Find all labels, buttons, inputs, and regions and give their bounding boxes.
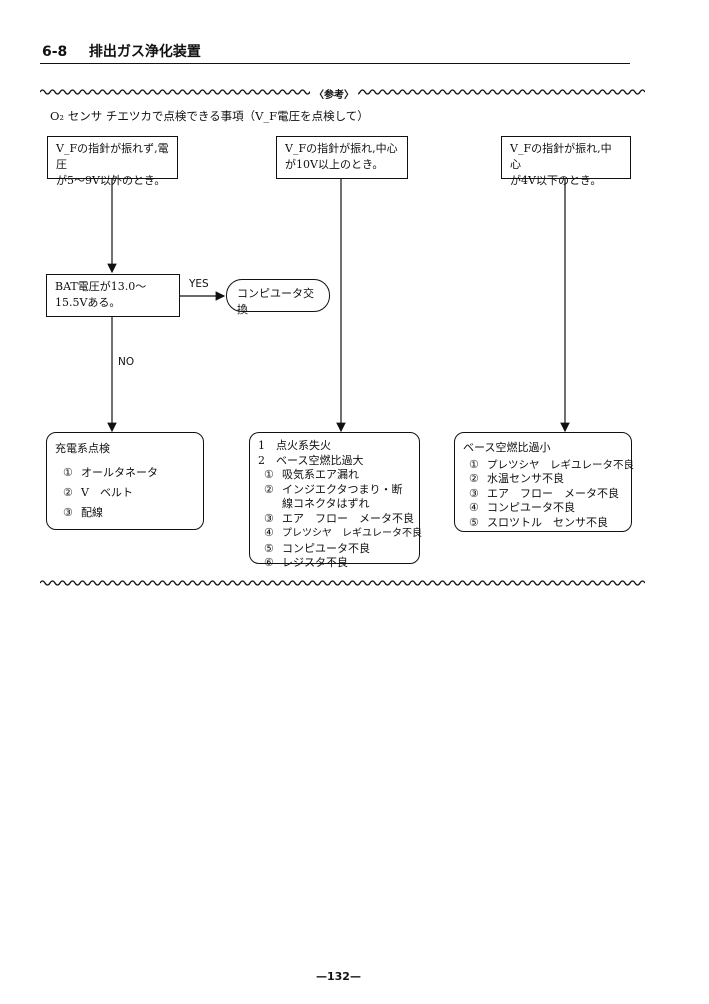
item-text: コンピユータ不良 xyxy=(487,501,575,514)
bottom-wavy-divider xyxy=(40,580,645,586)
section-title: 排出ガス浄化装置 xyxy=(88,44,201,60)
no-label: NO xyxy=(118,356,135,368)
item-text: 配線 xyxy=(81,506,103,519)
reference-label: 〈参考〉 xyxy=(310,86,358,101)
item-number: ② xyxy=(63,486,73,499)
lean-title: ベース空燃比過小 xyxy=(463,441,551,454)
list-item: ② 水温センサ不良 xyxy=(469,472,623,487)
bat-line2: 15.5Vある。 xyxy=(55,296,121,309)
checker-subtitle: O₂ センサ チエツカで点検できる事項（V_F電圧を点検して） xyxy=(50,109,369,123)
list-item: ⑥ レジスタ不良 xyxy=(264,556,411,571)
replace-computer-box: コンピユータ交換 xyxy=(226,279,330,316)
list-item: ③ エア フロー メータ不良 xyxy=(264,511,414,527)
cond2-line1: V_Fの指針が振れ,中心 xyxy=(285,142,398,155)
rich-cause-box: 1 点火系失火 2 ベース空燃比過大 ① 吸気系エア漏れ ② インジエクタつまり・断 線… xyxy=(249,432,422,569)
item-number: ⑤ xyxy=(469,515,479,529)
item-number: ① xyxy=(469,457,479,471)
list-item: ② インジエクタつまり・断 xyxy=(264,483,411,498)
item-number: ① xyxy=(264,468,274,481)
list-item: ③ 配線 xyxy=(63,503,195,523)
charge-title: 充電系点検 xyxy=(55,442,110,455)
lean-cause-box: ベース空燃比過小 ① プレツシヤ レギユレータ不良 ② 水温センサ不良 ③ エア フロ… xyxy=(454,432,634,532)
header-rule xyxy=(40,63,630,64)
item-number: ③ xyxy=(469,486,479,500)
item-text: コンピユータ不良 xyxy=(282,541,370,555)
item-text: レジスタ不良 xyxy=(282,556,348,569)
condition-box-high: V_Fの指針が振れ,中心 が10V以上のとき。 xyxy=(276,136,408,179)
item-number: ② xyxy=(469,472,479,485)
list-item: ② V ベルト xyxy=(63,483,195,503)
list-item: 2 ベース空燃比過大 xyxy=(258,454,411,469)
page-number: —132— xyxy=(316,970,361,983)
list-item: ④ コンピユータ不良 xyxy=(469,501,623,516)
item-number: ① xyxy=(63,466,73,479)
cond2-line2: が10V以上のとき。 xyxy=(285,158,384,171)
cond1-line2: が5～9V以外のとき。 xyxy=(56,174,166,187)
item-text: 点火系失火 xyxy=(276,439,331,452)
item-text: スロツトル センサ不良 xyxy=(487,515,608,529)
charge-item-list: ① オールタネータ ② V ベルト ③ 配線 xyxy=(55,463,195,523)
item-text: プレツシヤ レギユレータ不良 xyxy=(282,528,422,539)
section-header: 6-8 排出ガス浄化装置 xyxy=(42,41,201,61)
list-item: ⑤ スロツトル センサ不良 xyxy=(469,516,623,531)
charging-check-box: 充電系点検 ① オールタネータ ② V ベルト ③ 配線 xyxy=(46,432,204,530)
condition-box-low: V_Fの指針が振れ,中心 が4V以下のとき。 xyxy=(501,136,631,187)
rich-item-list: ① 吸気系エア漏れ ② インジエクタつまり・断 線コネクタはずれ ③ エア フロー メ… xyxy=(258,468,422,571)
item-number: ② xyxy=(264,482,274,496)
item-number: ③ xyxy=(63,506,73,519)
yes-label: YES xyxy=(189,278,209,290)
list-item: ④ プレツシヤ レギユレータ不良 xyxy=(264,526,422,542)
item-number: ④ xyxy=(469,501,479,514)
list-item: ① プレツシヤ レギユレータ不良 xyxy=(469,457,634,473)
list-item: 1 点火系失火 xyxy=(258,439,411,454)
item-text: ベース空燃比過大 xyxy=(276,453,364,467)
list-item: 線コネクタはずれ xyxy=(264,497,411,512)
item-text: プレツシヤ レギユレータ不良 xyxy=(487,458,634,471)
bat-line1: BAT電圧が13.0～ xyxy=(55,280,147,293)
item-number: ⑤ xyxy=(264,541,274,555)
item-text: V ベルト xyxy=(81,486,133,499)
item-number: ③ xyxy=(264,511,274,525)
list-item: ① オールタネータ xyxy=(63,463,195,483)
item-text: エア フロー メータ不良 xyxy=(487,486,619,500)
item-number: 1 xyxy=(258,439,265,452)
list-item: ① 吸気系エア漏れ xyxy=(264,468,411,483)
cond1-line1: V_Fの指針が振れず,電圧 xyxy=(56,142,169,171)
item-text: 吸気系エア漏れ xyxy=(282,468,359,481)
section-number: 6-8 xyxy=(42,44,68,60)
item-number: ⑥ xyxy=(264,556,274,569)
list-item: ③ エア フロー メータ不良 xyxy=(469,487,623,502)
lean-item-list: ① プレツシヤ レギユレータ不良 ② 水温センサ不良 ③ エア フロー メータ不良 ④… xyxy=(463,457,634,531)
cond3-line1: V_Fの指針が振れ,中心 xyxy=(510,142,612,171)
item-number: 2 xyxy=(258,453,265,467)
list-item: ⑤ コンピユータ不良 xyxy=(264,542,411,557)
bat-voltage-box: BAT電圧が13.0～ 15.5Vある。 xyxy=(46,274,180,317)
item-text: エア フロー メータ不良 xyxy=(282,511,414,525)
item-text: オールタネータ xyxy=(81,466,158,479)
item-text: 水温センサ不良 xyxy=(487,472,564,485)
item-text: インジエクタつまり・断 xyxy=(282,482,403,496)
item-text: 線コネクタはずれ xyxy=(282,497,370,510)
item-number: ④ xyxy=(264,526,274,539)
replace-computer-label: コンピユータ交換 xyxy=(237,287,314,316)
condition-box-no-swing: V_Fの指針が振れず,電圧 が5～9V以外のとき。 xyxy=(47,136,178,187)
cond3-line2: が4V以下のとき。 xyxy=(510,174,602,187)
